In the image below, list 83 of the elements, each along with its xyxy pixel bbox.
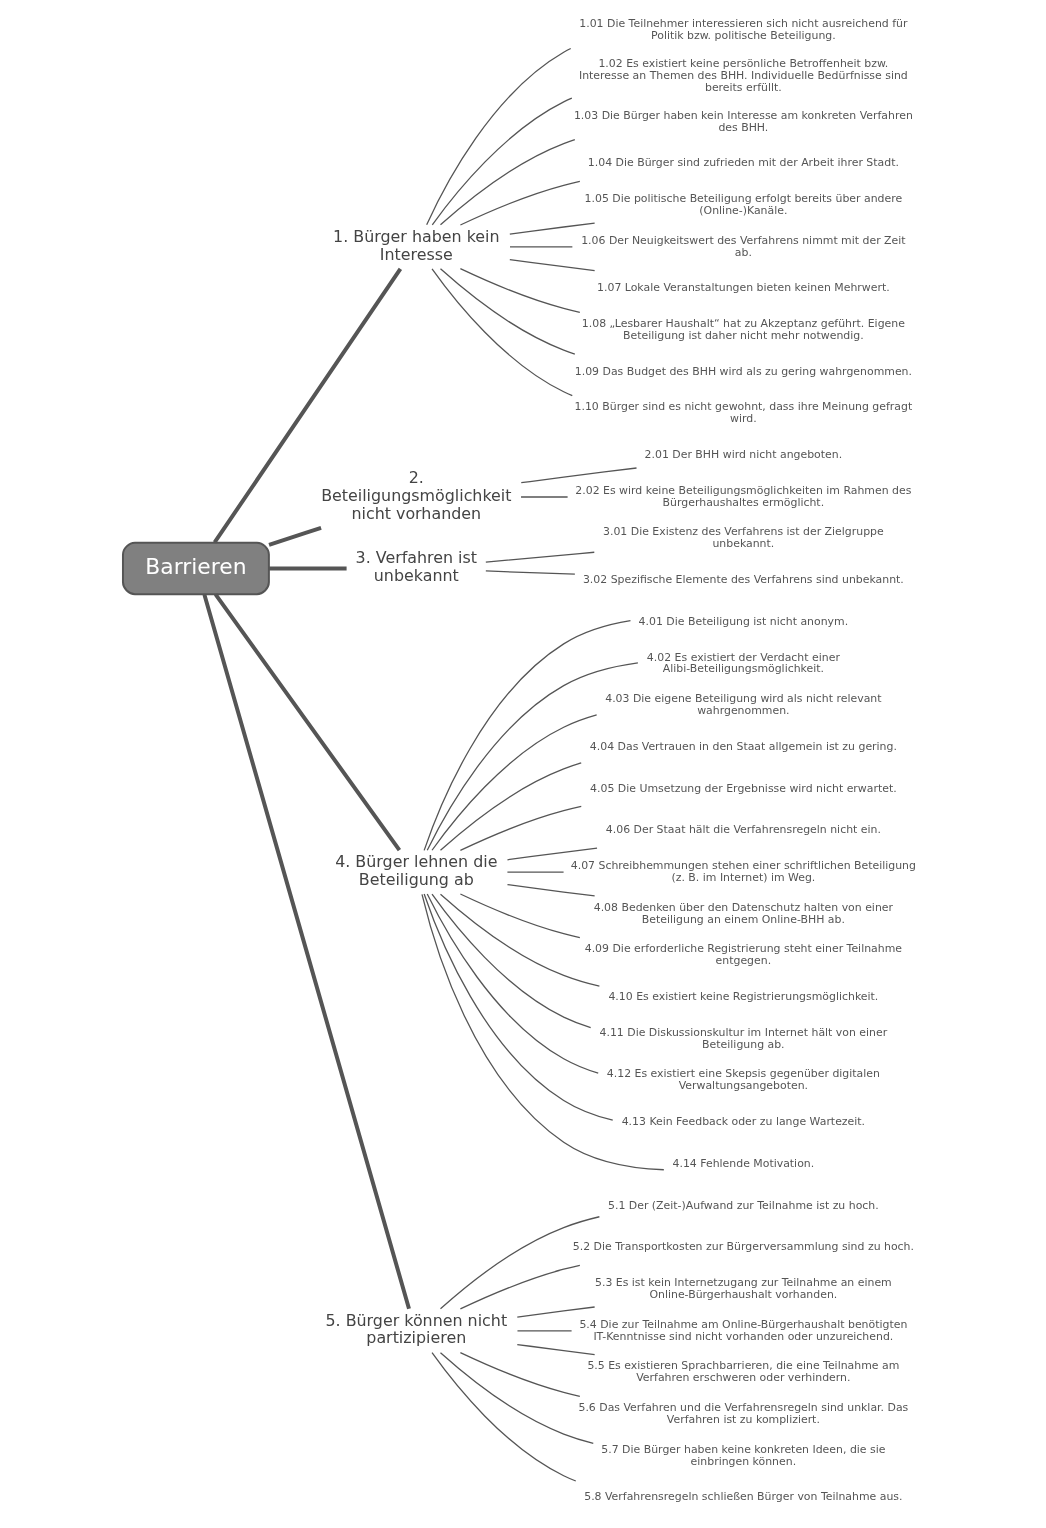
node-text: 5.6 Das Verfahren und die Verfahrensregeln sind unklar. Das Verfahren ist zu kompliziert. xyxy=(578,1401,909,1426)
connector xyxy=(439,762,582,851)
node-box: Barrieren xyxy=(121,541,270,596)
node-text: 1.03 Die Bürger haben kein Interesse am konkreten Verfahren des BHH. xyxy=(573,108,913,134)
node-text: 4.01 Die Beteiligung ist nicht anonym. xyxy=(638,614,849,628)
connector xyxy=(516,1330,573,1332)
node-text: 1.06 Der Neuigkeitswert des Verfahrens nimmt mit der Zeit ab. xyxy=(581,233,906,259)
connector xyxy=(509,222,596,235)
connector xyxy=(516,1343,596,1356)
connector xyxy=(509,258,596,272)
node-text: 4.14 Fehlende Motivation. xyxy=(672,1156,815,1170)
node-text: 1.08 „Lesbarer Haushalt“ hat zu Akzeptanz geführt. Eigene Beteiligung ist daher nicht mehr notwendig. xyxy=(581,317,905,342)
connector xyxy=(520,496,569,498)
connector xyxy=(421,893,665,1171)
node-text: 4. Bürger lehnen die Beteiligung ab xyxy=(335,852,498,889)
node-text: 3.01 Die Existenz des Verfahrens ist der Zielgruppe unbekannt. xyxy=(603,525,884,551)
connector xyxy=(506,847,598,861)
connector xyxy=(431,97,573,226)
connector xyxy=(431,714,598,851)
connector xyxy=(459,268,581,313)
node-text: 4.04 Das Vertrauen in den Staat allgemein ist zu gering. xyxy=(589,739,897,753)
node-text: 1.01 Die Teilnehmer interessieren sich nicht ausreichend für Politik bzw. politische Beteiligung. xyxy=(579,17,908,43)
connector xyxy=(506,871,565,873)
connector xyxy=(431,1352,577,1482)
node-text: 4.10 Es existiert keine Registrierungsmöglichkeit. xyxy=(608,990,879,1004)
connector xyxy=(459,893,581,939)
connector xyxy=(202,594,411,1310)
node-text: 5.3 Es ist kein Internetzugang zur Teilnahme an einem Online-Bürgerhaushalt vorhanden. xyxy=(595,1275,892,1301)
connector xyxy=(509,246,573,248)
node-text: 3.02 Spezifische Elemente des Verfahrens sind unbekannt. xyxy=(582,573,904,587)
node-text: 4.07 Schreibhemmungen stehen einer schriftlichen Beteiligung (z. B. im Internet) im Weg. xyxy=(570,859,916,884)
node-text: 1.07 Lokale Veranstaltungen bieten keinen Mehrwert. xyxy=(597,281,890,295)
node-text: 4.05 Die Umsetzung der Ergebnisse wird nicht erwartet. xyxy=(590,781,897,795)
node-text: 4.06 Der Staat hält die Verfahrensregeln nicht ein. xyxy=(605,823,881,837)
node-text: 5.2 Die Transportkosten zur Bürgerversammlung sind zu hoch. xyxy=(572,1240,914,1254)
node-text: 2. Beteiligungsmöglichkeit nicht vorhanden xyxy=(321,467,512,523)
node-text: 5.8 Verfahrensregeln schließen Bürger von Teilnahme aus. xyxy=(584,1490,903,1504)
node-text: 5.7 Die Bürger haben keine konkreten Ideen, die sie einbringen können. xyxy=(601,1442,886,1468)
connector xyxy=(459,180,581,226)
node-text: 1. Bürger haben kein Interesse xyxy=(333,226,500,264)
node-text: 4.08 Bedenken über den Datenschutz halten von einer Beteiligung an einem Online-BHH ab. xyxy=(593,900,894,926)
connector xyxy=(426,47,572,226)
node-text: 4.13 Kein Feedback oder zu lange Wartezeit. xyxy=(621,1115,866,1129)
node-text: 5.1 Der (Zeit-)Aufwand zur Teilnahme ist zu hoch. xyxy=(608,1198,879,1212)
connector xyxy=(439,268,576,355)
connector xyxy=(520,467,638,484)
connector xyxy=(426,662,639,851)
node-text: 5. Bürger können nicht partizipieren xyxy=(325,1310,508,1348)
node-text: 4.09 Die erforderliche Registrierung steht einer Teilnahme entgegen. xyxy=(584,942,903,968)
connector xyxy=(426,893,599,1074)
node-text: 3. Verfahren ist unbekannt xyxy=(355,548,478,586)
connector xyxy=(439,139,576,226)
connector xyxy=(212,267,403,544)
connector xyxy=(423,893,614,1121)
node-text: 1.05 Die politische Beteiligung erfolgt bereits über andere (Online-)Kanäle. xyxy=(584,191,903,217)
node-text: 2.02 Es wird keine Beteiligungsmöglichkeiten im Rahmen des Bürgerhaushaltes ermöglicht. xyxy=(575,483,912,509)
connector xyxy=(423,620,632,851)
node-text: 4.02 Es existiert der Verdacht einer Alibi-Beteiligungsmöglichkeit. xyxy=(646,650,840,676)
connector xyxy=(459,1264,581,1310)
connector xyxy=(439,893,601,987)
connector xyxy=(459,805,582,851)
node-text: 1.10 Bürger sind es nicht gewohnt, dass ihre Meinung gefragt wird. xyxy=(574,400,913,426)
node-text: 5.4 Die zur Teilnahme am Online-Bürgerhaushalt benötigten IT-Kenntnisse sind nicht vorhanden oder unzureichend. xyxy=(579,1317,908,1343)
node-text: 4.03 Die eigene Beteiligung wird als nicht relevant wahrgenommen. xyxy=(605,692,882,718)
connector xyxy=(506,883,596,897)
connector xyxy=(439,1216,601,1310)
connector xyxy=(485,551,595,563)
connector xyxy=(268,525,322,547)
connector xyxy=(485,570,576,575)
connector xyxy=(516,1306,596,1318)
node-text: 1.09 Das Budget des BHH wird als zu gering wahrgenommen. xyxy=(574,364,912,378)
connector xyxy=(431,268,573,397)
node-text: 4.12 Es existiert eine Skepsis gegenüber digitalen Verwaltungsangeboten. xyxy=(606,1067,880,1093)
node-text: 1.02 Es existiert keine persönliche Betroffenheit bzw. Interesse an Themen des BHH. Individuelle Bedürfnisse sind bereits erfüllt. xyxy=(578,56,908,94)
node-text: 5.5 Es existieren Sprachbarrieren, die eine Teilnahme am Verfahren erschweren oder verhindern. xyxy=(587,1359,900,1385)
node-text: 2.01 Der BHH wird nicht angeboten. xyxy=(644,448,843,462)
node-text: 4.11 Die Diskussionskultur im Internet hält von einer Beteiligung ab. xyxy=(599,1025,888,1051)
connector xyxy=(439,1352,594,1444)
connector xyxy=(459,1352,581,1397)
connector xyxy=(213,593,402,852)
connector xyxy=(431,893,592,1029)
connector xyxy=(269,566,347,571)
node-text: 1.04 Die Bürger sind zufrieden mit der Arbeit ihrer Stadt. xyxy=(587,156,899,170)
